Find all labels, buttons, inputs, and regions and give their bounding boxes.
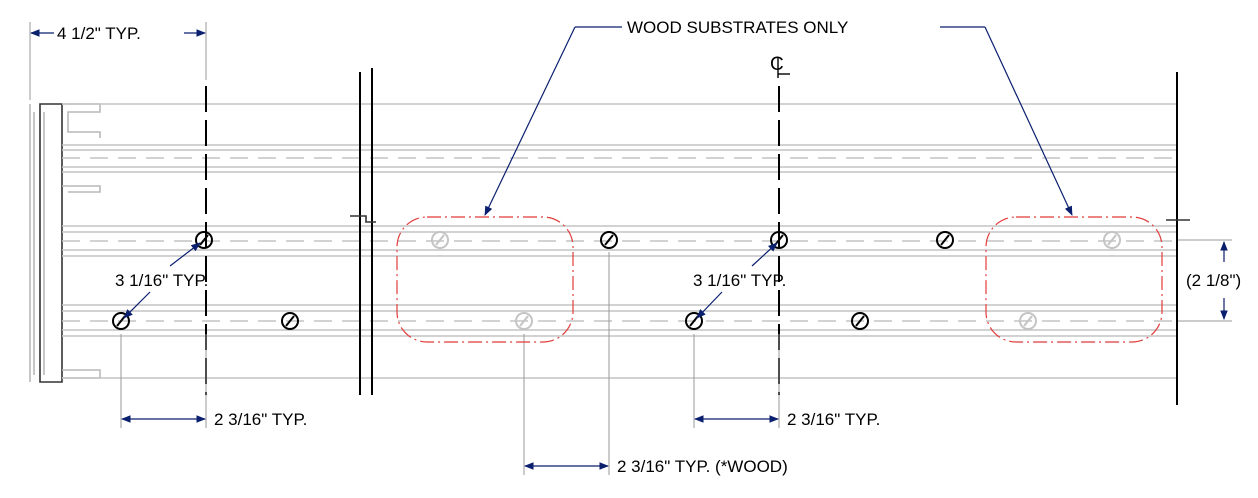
screw-fastener-icon (1019, 312, 1037, 330)
dim-horiz-left: 2 3/16" TYP. (121, 410, 307, 429)
screw-fastener-icon (851, 312, 869, 330)
dim-horiz-wood: 2 3/16" TYP. (*WOOD) (524, 457, 788, 476)
dim-label-horiz-right: 2 3/16" TYP. (787, 410, 880, 429)
wood-note-label: WOOD SUBSTRATES ONLY (627, 18, 848, 37)
screw-fastener-icon (431, 231, 449, 249)
dim-right: (2 1/8") (1186, 241, 1241, 320)
dim-label-vert-mid: 3 1/16" TYP. (693, 271, 786, 290)
dim-vert-left: 3 1/16" TYP. (115, 242, 208, 319)
dim-horiz-right: 2 3/16" TYP. (694, 410, 880, 429)
screw-fastener-icon (515, 312, 533, 330)
extension-lines (29, 22, 1232, 475)
dim-vert-mid: 3 1/16" TYP. (693, 242, 786, 319)
stud-lines (205, 68, 1190, 405)
dim-label-vert-left: 3 1/16" TYP. (115, 271, 208, 290)
dim-label-top-left: 4 1/2" TYP. (57, 24, 141, 43)
dim-label-horiz-left: 2 3/16" TYP. (214, 410, 307, 429)
wood-zone-right (985, 216, 1163, 343)
frame-profile (29, 103, 101, 383)
dim-label-horiz-wood: 2 3/16" TYP. (*WOOD) (617, 457, 788, 476)
screw-fastener-icon (936, 231, 954, 249)
fasteners (112, 231, 1121, 330)
svg-text:C: C (770, 54, 784, 75)
centerline-icon: C (770, 54, 790, 78)
screw-fastener-icon (600, 231, 618, 249)
dim-top-left: 4 1/2" TYP. (30, 24, 206, 43)
screw-fastener-icon (195, 231, 213, 249)
rails (62, 103, 1178, 379)
screw-fastener-icon (1103, 231, 1121, 249)
wood-zone-left (396, 216, 574, 343)
wood-callout: WOOD SUBSTRATES ONLY (484, 18, 1073, 216)
dim-label-right: (2 1/8") (1186, 271, 1241, 290)
screw-fastener-icon (281, 312, 299, 330)
